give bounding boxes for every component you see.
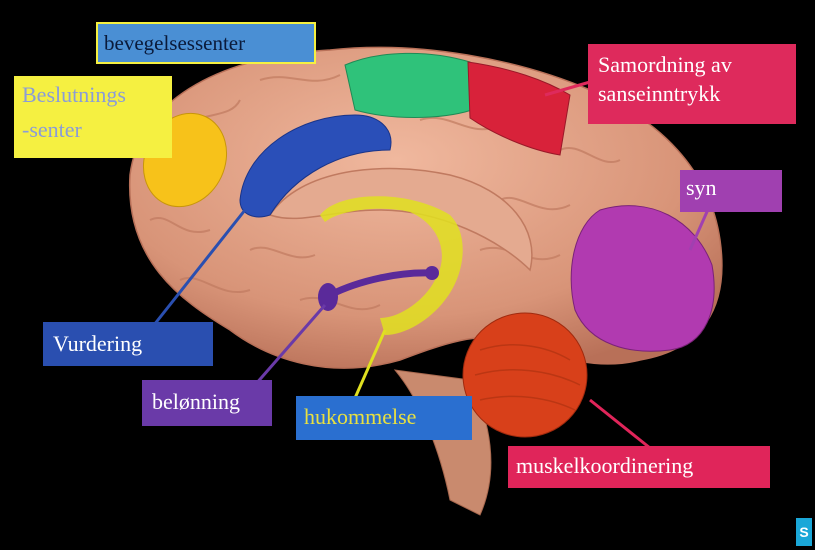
region-bevegelsessenter: [345, 53, 472, 117]
label-vurdering: Vurdering: [43, 322, 213, 366]
label-samordning-line1: Samordning av: [598, 52, 786, 77]
corner-logo-icon: S: [796, 518, 812, 546]
leader-muskel: [590, 400, 650, 448]
label-samordning: Samordning av sanseinntrykk: [588, 44, 796, 124]
label-beslutning-line2: -senter: [22, 107, 164, 142]
label-belonning: belønning: [142, 380, 272, 426]
label-samordning-line2: sanseinntrykk: [598, 77, 786, 106]
label-bevegelsessenter: bevegelsessenter: [96, 22, 316, 64]
label-syn: syn: [680, 170, 782, 212]
region-belonning: [318, 283, 338, 311]
label-hukommelse: hukommelse: [296, 396, 472, 440]
region-muskelkoordinering: [463, 313, 587, 437]
region-belonning-end: [425, 266, 439, 280]
label-muskelkoordinering: muskelkoordinering: [508, 446, 770, 488]
label-beslutning: Beslutnings -senter: [14, 76, 172, 158]
label-beslutning-line1: Beslutnings: [22, 82, 164, 107]
